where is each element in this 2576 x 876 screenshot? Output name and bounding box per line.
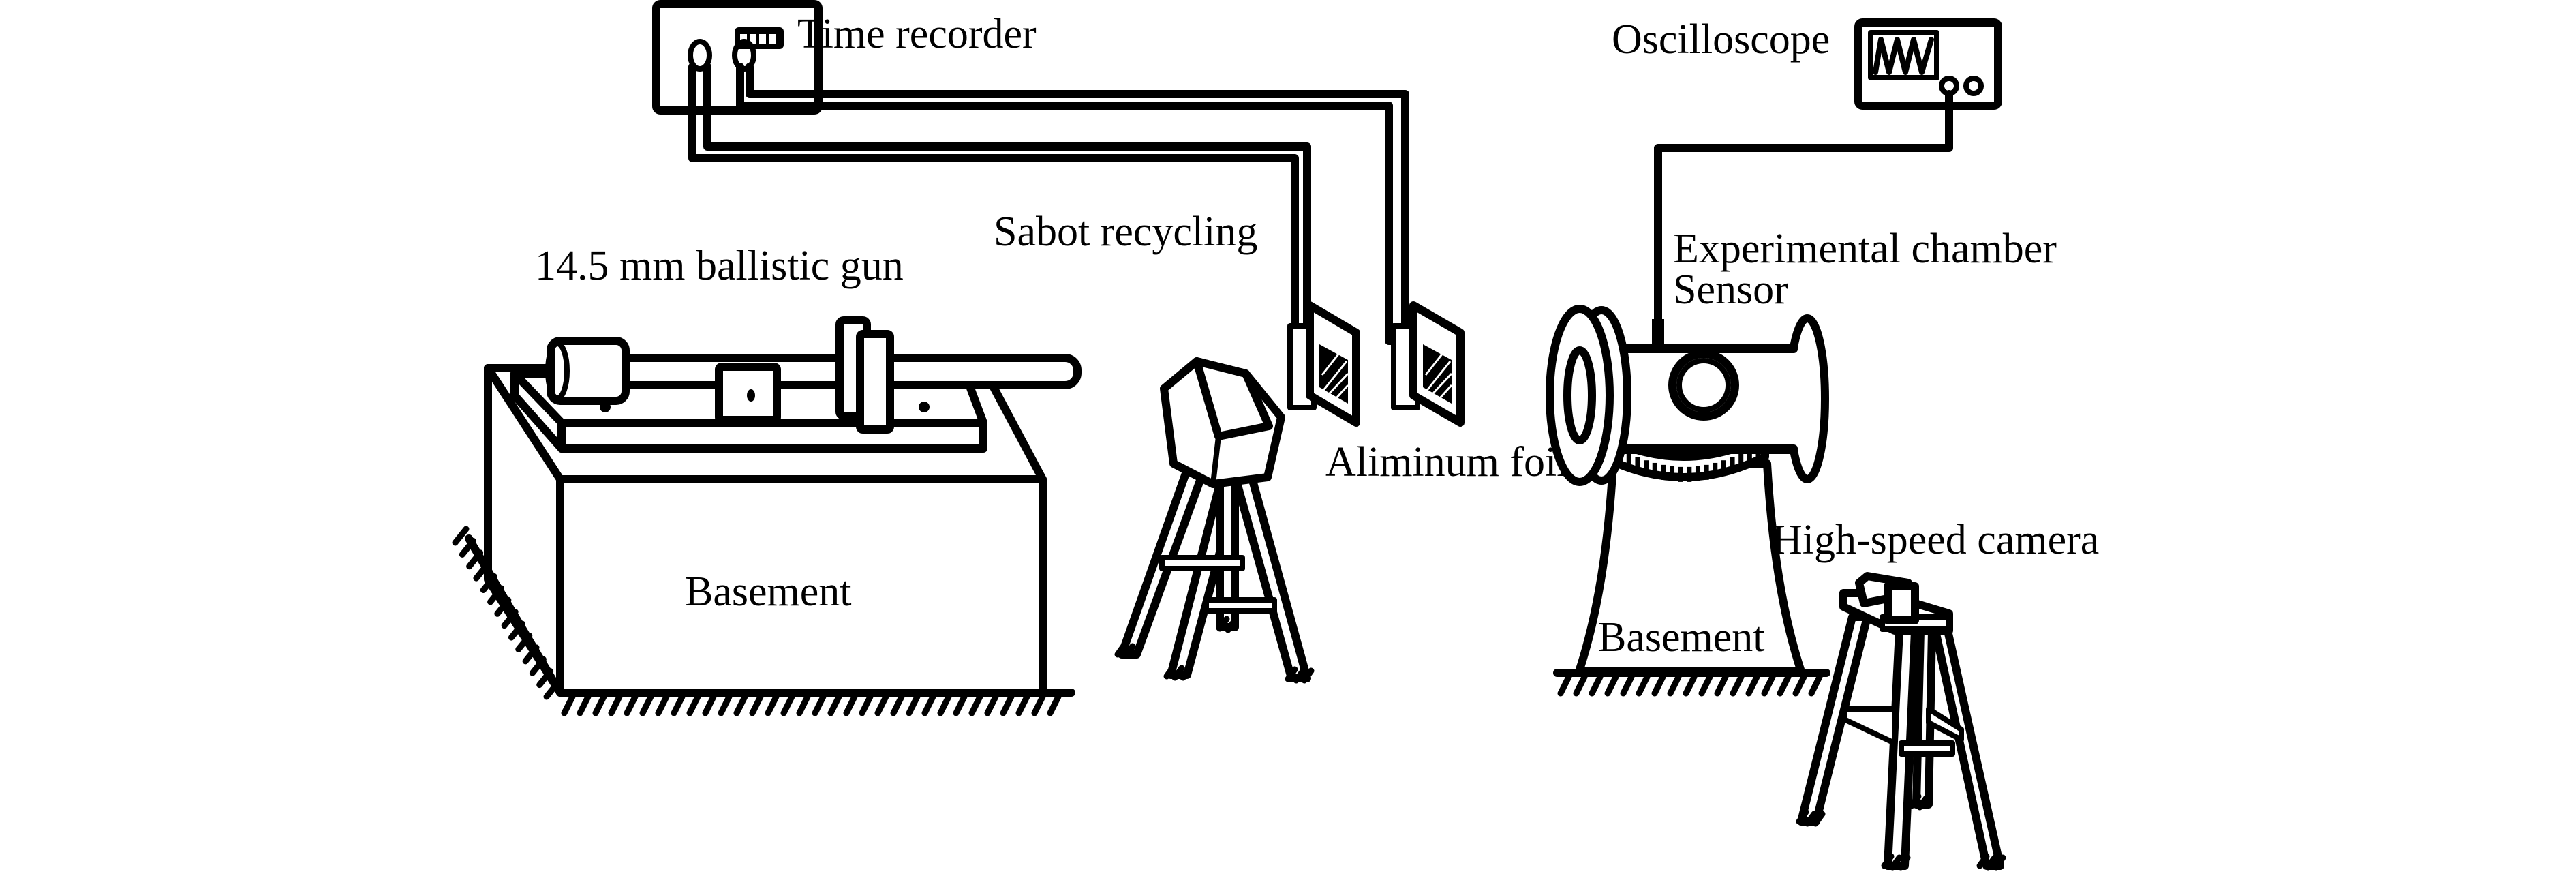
aluminum-foil-2 xyxy=(1391,301,1465,427)
ground-line xyxy=(465,534,564,697)
hatch-mark xyxy=(749,693,764,716)
hatch-mark xyxy=(671,693,686,716)
hatch-mark xyxy=(1808,674,1823,697)
hatch-mark xyxy=(624,693,639,716)
oscilloscope-label: Oscilloscope xyxy=(1612,16,1830,63)
hatch-mark xyxy=(827,693,842,716)
hatch-mark xyxy=(1651,674,1666,697)
hatch-mark xyxy=(639,693,654,716)
hatch-mark xyxy=(1557,674,1572,697)
oscilloscope-wire xyxy=(1654,90,1953,323)
hatch-mark xyxy=(733,693,748,716)
hatch-mark xyxy=(890,693,905,716)
hatch-mark xyxy=(937,693,952,716)
ground-hatch xyxy=(1557,674,1823,697)
hatch-mark xyxy=(1745,674,1760,697)
aluminum-foils-label: Aliminum foils xyxy=(1325,439,1585,485)
hatch-mark xyxy=(953,693,968,716)
hatch-mark xyxy=(686,693,701,716)
hatch-mark xyxy=(1573,674,1588,697)
sabot-recycling-label: Sabot recycling xyxy=(994,209,1257,255)
hatch-mark xyxy=(577,693,592,716)
hatch-mark xyxy=(608,693,623,716)
hatch-mark xyxy=(1714,674,1729,697)
hatch-mark xyxy=(655,693,670,716)
hatch-mark xyxy=(812,693,827,716)
pressure-sensor xyxy=(1652,319,1664,346)
hatch-mark xyxy=(1015,693,1030,716)
hatch-mark xyxy=(1730,674,1745,697)
high-speed-camera xyxy=(1796,572,2006,871)
ground-hatch xyxy=(452,526,1062,716)
hatch-mark xyxy=(984,693,999,716)
time-recorder xyxy=(652,0,823,115)
hatch-mark xyxy=(906,693,921,716)
hatch-mark xyxy=(1047,693,1062,716)
hatch-mark xyxy=(452,526,470,546)
oscilloscope xyxy=(1854,18,2002,110)
hatch-mark xyxy=(1620,674,1635,697)
hatch-mark xyxy=(796,693,811,716)
hatch-mark xyxy=(718,693,733,716)
hatch-mark xyxy=(1761,674,1776,697)
hatch-mark xyxy=(765,693,780,716)
hatch-mark xyxy=(1698,674,1713,697)
hatch-mark xyxy=(921,693,936,716)
hatch-mark xyxy=(561,693,576,716)
basement-left-label: Basement xyxy=(685,569,852,615)
basement-right-label: Basement xyxy=(1598,614,1765,661)
hatch-mark xyxy=(1031,693,1046,716)
hatch-mark xyxy=(780,693,795,716)
hatch-mark xyxy=(1604,674,1619,697)
hatch-mark xyxy=(859,693,874,716)
hatch-mark xyxy=(592,693,607,716)
high-speed-camera-label: High-speed camera xyxy=(1772,517,2099,563)
hatch-mark xyxy=(1683,674,1698,697)
hatch-mark xyxy=(874,693,889,716)
hatch-mark xyxy=(1589,674,1604,697)
hatch-mark xyxy=(702,693,717,716)
time-recorder-label: Time recorder xyxy=(797,11,1037,57)
waveform-icon xyxy=(1873,37,1934,75)
experimental-chamber xyxy=(1546,305,1829,486)
hatch-mark xyxy=(1636,674,1651,697)
sabot-recycler xyxy=(1114,357,1315,684)
basement-right xyxy=(1553,459,1830,697)
ballistic-gun xyxy=(510,316,1082,453)
hatch-mark xyxy=(1000,693,1015,716)
hatch-mark xyxy=(843,693,858,716)
hatch-mark xyxy=(1667,674,1682,697)
experimental-chamber-label: Experimental chamber xyxy=(1673,226,2057,272)
aluminum-foil-1 xyxy=(1287,301,1360,427)
time-recorder-wires xyxy=(688,63,1415,345)
ballistic-gun-label: 14.5 mm ballistic gun xyxy=(535,243,904,289)
sensor-label: Sensor xyxy=(1673,267,1788,313)
hatch-mark xyxy=(968,693,983,716)
time-recorder-display-icon xyxy=(735,27,784,49)
hatch-mark xyxy=(1792,674,1807,697)
hatch-mark xyxy=(1777,674,1792,697)
